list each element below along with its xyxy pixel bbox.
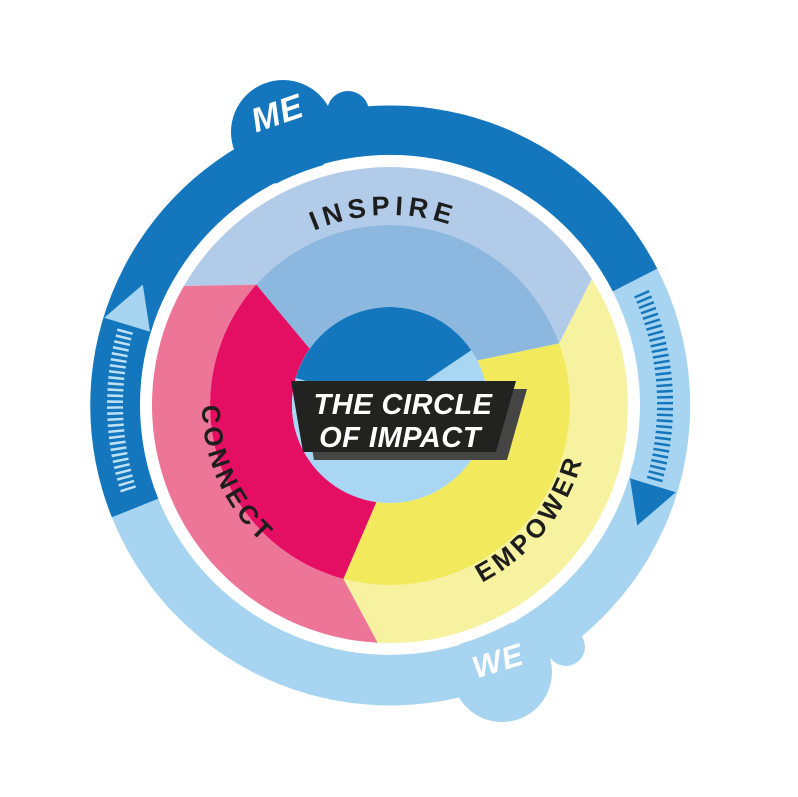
title-banner	[291, 381, 516, 452]
outer-ring-dark	[90, 105, 658, 518]
segment-inspire-outer-band	[183, 167, 592, 344]
flow-trail-right	[634, 289, 674, 484]
title-line2: OF IMPACT	[319, 422, 483, 454]
flow-trail-left	[107, 326, 137, 493]
flow-arrow-left-icon	[104, 284, 150, 332]
segment-connect-inner-band	[210, 284, 377, 579]
outer-ring-light	[111, 268, 691, 706]
segment-connect-outer-band	[152, 284, 378, 643]
center-disc-dark-pie	[295, 307, 472, 405]
segment-empower-outer-band	[343, 278, 628, 644]
flow-arrow-right-icon	[630, 478, 676, 526]
title-line1: THE CIRCLE	[314, 389, 494, 421]
segment-inspire-inner-band	[256, 225, 560, 361]
